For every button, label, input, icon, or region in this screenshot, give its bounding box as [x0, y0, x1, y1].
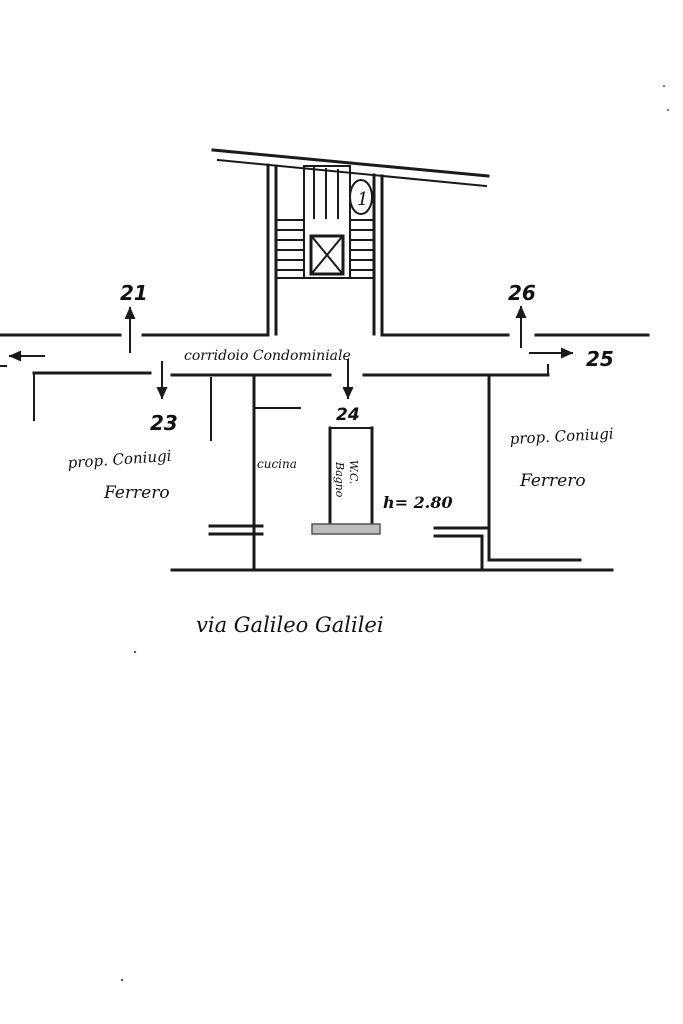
- stair-circle-mark: 1: [349, 179, 373, 215]
- stair-treads: [275, 165, 375, 279]
- stair-mark-label: 1: [357, 189, 368, 210]
- street-label: via Galileo Galilei: [196, 613, 384, 637]
- unit-number-21: 21: [120, 281, 148, 305]
- unit-number-25: 25: [586, 347, 614, 371]
- apartment-walls: [170, 376, 614, 572]
- bathroom-label: Bagno: [333, 461, 346, 498]
- lift-shaft: [309, 234, 345, 276]
- owner-right-line1: prop. Coniugi: [509, 425, 614, 448]
- unit-number-24: 24: [336, 405, 360, 425]
- unit-number-26: 26: [508, 281, 536, 305]
- owner-right-line2: Ferrero: [519, 471, 586, 491]
- access-arrows: [8, 305, 574, 400]
- scan-specks: [120, 85, 669, 982]
- corridor-label: corridoio Condominiale: [184, 348, 351, 364]
- unit-number-23: 23: [150, 411, 178, 435]
- wc-label: W.C.: [347, 460, 360, 484]
- corridor-walls: [0, 333, 650, 421]
- stairwell: 1: [211, 148, 490, 336]
- height-note: h= 2.80: [383, 493, 453, 512]
- owner-left-line2: Ferrero: [103, 483, 170, 503]
- kitchen-label: cucina: [257, 457, 297, 471]
- owner-left-line1: prop. Coniugi: [67, 447, 172, 472]
